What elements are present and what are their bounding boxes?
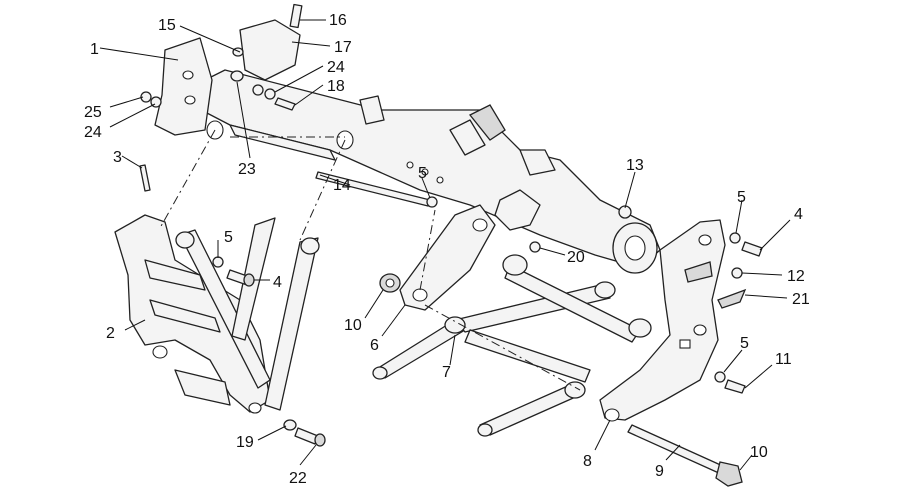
callout-16: 16 [329,12,347,29]
right-bracket-plate-8 [599,219,726,422]
assembly-centerlines [159,129,581,391]
lower-linkage-rods [372,254,652,437]
callout-20: 20 [567,249,585,266]
callout-13: 13 [626,157,644,174]
callout-4-right: 4 [794,206,803,223]
callout-17: 17 [334,39,352,56]
leader-lines [99,19,791,471]
callout-18: 18 [327,78,345,95]
callout-3: 3 [113,149,122,166]
callout-5-right: 5 [737,189,746,206]
callout-14: 14 [333,177,351,194]
callout-2: 2 [106,325,115,342]
callout-9: 9 [655,463,664,480]
callout-25: 25 [84,104,102,121]
callout-21: 21 [792,291,810,308]
callout-5-lower-right: 5 [740,335,749,352]
callout-23: 23 [238,161,256,178]
headstock-bracket [154,19,301,136]
callout-12: 12 [787,268,805,285]
callout-7: 7 [442,364,451,381]
left-subframe [114,214,271,414]
callout-11: 11 [775,351,792,368]
central-link-6 [399,204,496,311]
callout-5-center: 5 [418,165,427,182]
callout-1: 1 [90,41,99,58]
callout-22: 22 [289,470,307,487]
callout-10-left: 10 [344,317,362,334]
callout-4-left: 4 [273,274,282,291]
callout-10-right: 10 [750,444,768,461]
callout-labels: 1 15 16 17 24 18 25 24 23 3 14 5 13 5 4 … [84,12,810,487]
callout-24-top: 24 [327,59,345,76]
main-frame-tube [204,69,661,274]
bolt-16 [289,3,303,29]
long-bolt-9 [627,424,743,487]
callout-8: 8 [583,453,592,470]
callout-24-left: 24 [84,124,102,141]
callout-6: 6 [370,337,379,354]
callout-15: 15 [158,17,176,34]
small-hardware [139,47,763,447]
callout-19: 19 [236,434,254,451]
callout-5-left: 5 [224,229,233,246]
